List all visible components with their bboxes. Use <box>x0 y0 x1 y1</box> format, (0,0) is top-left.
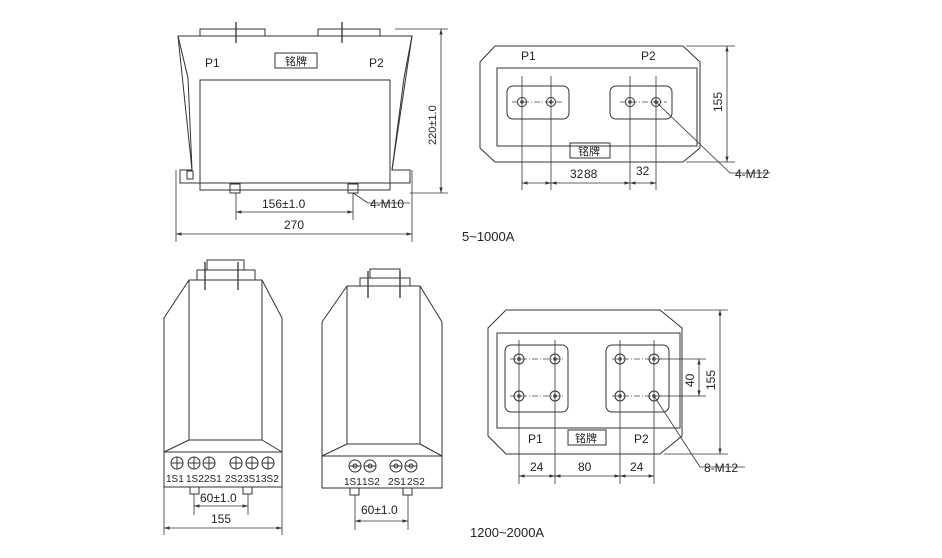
side-terminal-3: 2S1 <box>388 477 406 488</box>
top-dim-height: 220±1.0 <box>427 105 439 145</box>
bottom-plan-bolt-note: 8-M12 <box>704 461 738 475</box>
bottom-plan-nameplate: 铭牌 <box>575 431 597 445</box>
bottom-plan-dim-height: 155 <box>704 370 718 390</box>
bottom-plan-dim-mid: 80 <box>578 460 592 474</box>
top-nameplate-label: 铭牌 <box>285 54 307 68</box>
top-front-view: P1 P2 铭牌 220±1.0 156±1.0 4-M10 270 <box>175 22 448 242</box>
bottom-plan-p1: P1 <box>528 432 543 446</box>
side-dim-terminal: 60±1.0 <box>361 503 398 517</box>
bottom-plan-dim-inner: 40 <box>683 373 697 387</box>
front-terminal-3: 2S1 <box>204 474 222 485</box>
front-terminal-6: 3S2 <box>261 474 279 485</box>
top-plan-dim-mid: 88 <box>584 167 598 181</box>
top-bolt-note: 4-M10 <box>370 197 404 211</box>
top-p2-label: P2 <box>369 56 384 70</box>
top-plan-bolt-note: 4-M12 <box>735 167 769 181</box>
side-terminal-1: 1S1 <box>344 477 362 488</box>
top-plan-view: P1 P2 铭牌 155 32 88 32 4-M12 <box>479 45 770 190</box>
side-terminal-4: 2S2 <box>407 477 425 488</box>
bottom-range-label: 1200~2000A <box>470 525 544 540</box>
top-plan-dim-left: 32 <box>570 167 584 181</box>
top-plan-p2: P2 <box>641 49 656 63</box>
top-p1-label: P1 <box>205 56 220 70</box>
top-plan-nameplate: 铭牌 <box>578 144 600 158</box>
bottom-plan-view: P1 P2 铭牌 155 40 24 80 24 8-M12 <box>487 309 745 484</box>
top-plan-dim-right: 32 <box>636 164 650 178</box>
top-dim-bolt-spacing: 156±1.0 <box>262 197 306 211</box>
bottom-plan-dim-right: 24 <box>630 460 644 474</box>
front-terminal-4: 2S2 <box>225 474 243 485</box>
front-terminal-1: 1S1 <box>166 474 184 485</box>
top-plan-p1: P1 <box>521 49 536 63</box>
bottom-plan-p2: P2 <box>634 432 649 446</box>
front-dim-width: 155 <box>211 512 231 526</box>
top-plan-dim-height: 155 <box>711 92 725 112</box>
front-dim-terminal: 60±1.0 <box>200 491 237 505</box>
bottom-side-view: 1S1 1S2 2S1 2S2 60±1.0 <box>321 268 443 530</box>
side-terminal-2: 1S2 <box>362 477 380 488</box>
front-terminal-5: 3S1 <box>243 474 261 485</box>
front-terminal-2: 1S2 <box>186 474 204 485</box>
bottom-front-view: 1S1 1S2 2S1 2S2 3S1 3S2 60±1.0 155 <box>163 259 283 535</box>
top-dim-width: 270 <box>284 218 304 232</box>
bottom-plan-dim-left: 24 <box>530 460 544 474</box>
top-range-label: 5~1000A <box>462 229 515 244</box>
